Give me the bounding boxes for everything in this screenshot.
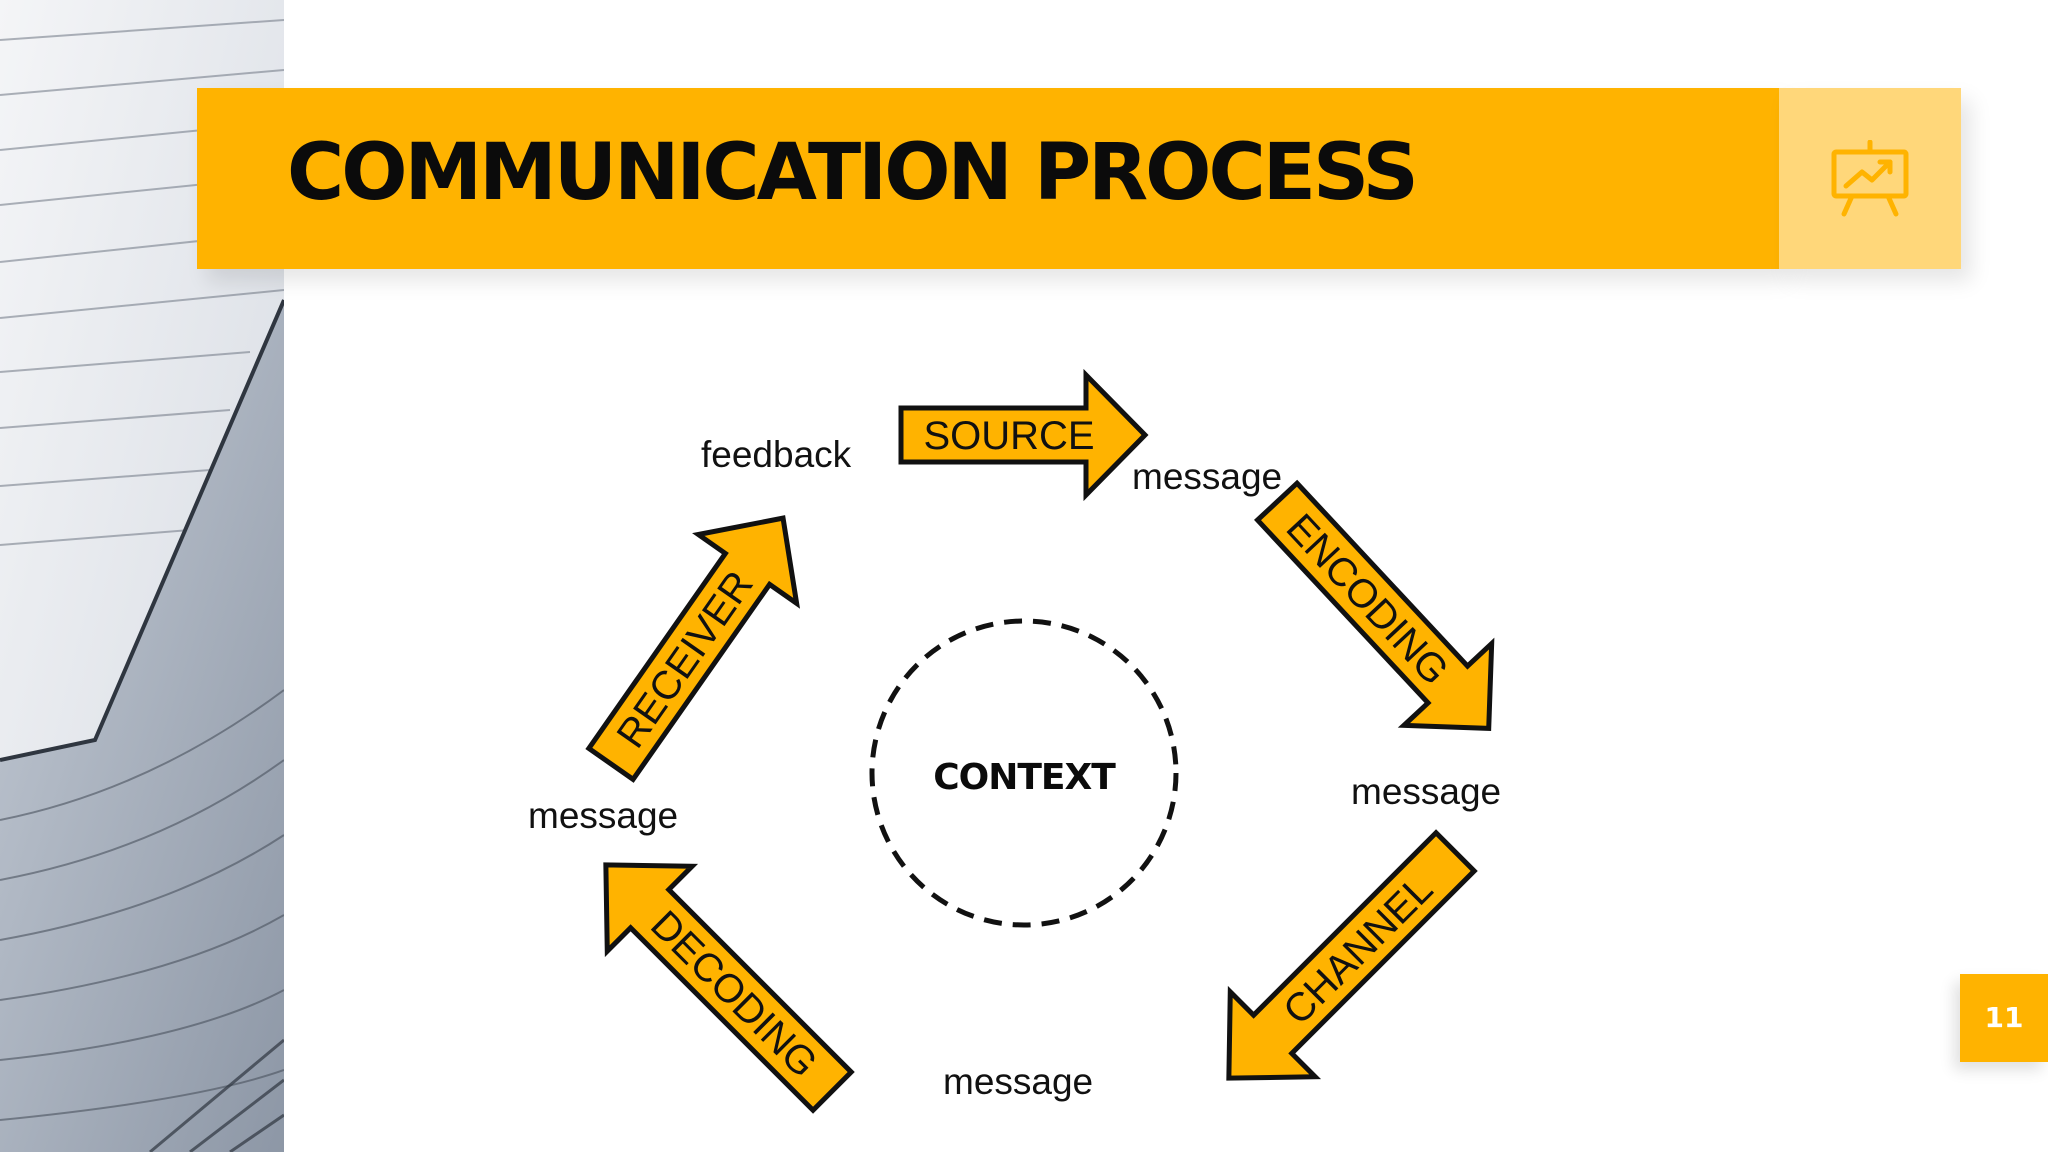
title-bar: COMMUNICATION PROCESS [197,88,1779,269]
page-title: COMMUNICATION PROCESS [287,128,1419,218]
encoding-arrow: ENCODING [1254,479,1495,731]
connector-label-message: message [1351,771,1501,812]
page-number-badge: 11 [1960,974,2048,1062]
channel-arrow: CHANNEL [1226,829,1478,1081]
channel-label: CHANNEL [1275,867,1441,1033]
connector-label-message: message [528,795,678,836]
receiver-label: RECEIVER [609,563,762,756]
receiver-arrow: RECEIVER [585,515,801,783]
connector-label-feedback: feedback [701,434,852,475]
source-label: SOURCE [923,414,1094,458]
decoding-label: DECODING [642,902,826,1086]
context-label: CONTEXT [933,757,1116,798]
context-circle [869,618,1179,928]
connector-label-message: message [943,1061,1093,1102]
connector-label-message: message [1132,456,1282,497]
encoding-label: ENCODING [1278,506,1457,694]
presentation-chart-icon [1831,140,1909,217]
decoding-arrow: DECODING [603,862,855,1114]
title-accent-box [1779,88,1961,269]
source-arrow: SOURCE [898,368,1149,502]
